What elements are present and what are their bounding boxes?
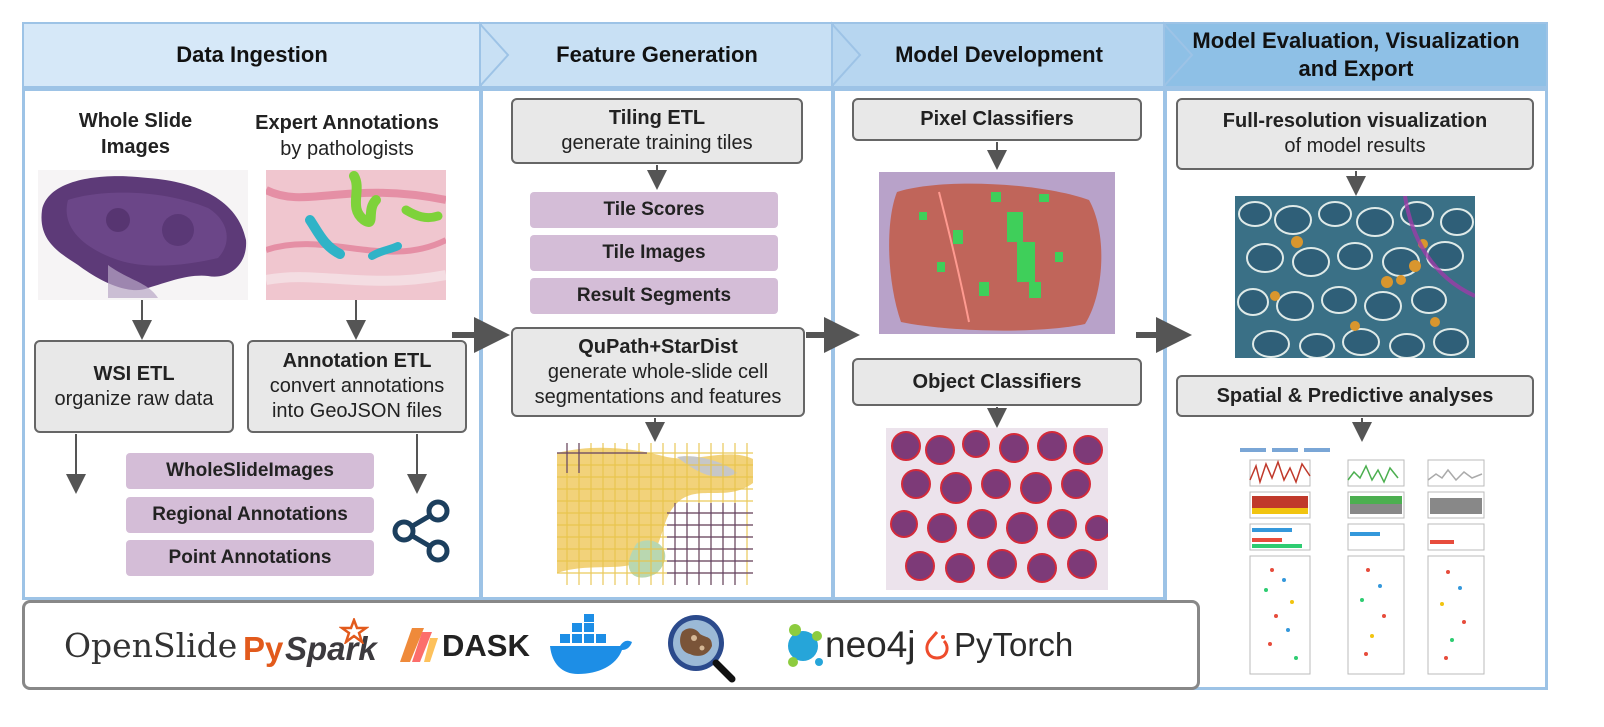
openslide-logo: OpenSlide xyxy=(64,626,238,665)
pytorch-icon xyxy=(925,631,949,660)
tile-grid-image xyxy=(557,443,753,585)
object-classifier-image xyxy=(886,428,1108,590)
object-classifiers-box: Object Classifiers xyxy=(852,358,1142,406)
visualization-image xyxy=(1235,196,1475,358)
stage-title: Data Ingestion xyxy=(176,42,328,67)
share-icon xyxy=(392,499,450,563)
stage-header-model-development: Model Development xyxy=(832,22,1166,88)
output-result-segments: Result Segments xyxy=(530,278,778,314)
output-tile-images: Tile Images xyxy=(530,235,778,271)
pyspark-logo: Py Spark xyxy=(243,618,377,668)
output-regional-annotations: Regional Annotations xyxy=(126,497,374,533)
full-resolution-viz-box: Full-resolution visualization of model r… xyxy=(1176,98,1534,170)
qupath-stardist-box: QuPath+StarDist generate whole-slide cel… xyxy=(511,327,805,417)
whole-slide-image xyxy=(38,170,248,300)
pytorch-logo: PyTorch xyxy=(924,622,1074,670)
pixel-classifier-image xyxy=(879,172,1115,334)
tools-bar xyxy=(22,600,1200,690)
stage-header-feature-generation: Feature Generation xyxy=(480,22,834,88)
annotation-etl-box: Annotation ETL convert annotations into … xyxy=(247,340,467,433)
stage-title: Model Evaluation, Visualization and Expo… xyxy=(1192,28,1520,81)
output-wholeslideimages: WholeSlideImages xyxy=(126,453,374,489)
stage-title: Feature Generation xyxy=(556,42,758,67)
output-point-annotations: Point Annotations xyxy=(126,540,374,576)
stage-header-model-evaluation: Model Evaluation, Visualization and Expo… xyxy=(1164,22,1548,88)
dask-icon xyxy=(400,628,438,662)
stage-title: Model Development xyxy=(895,42,1103,67)
analysis-plots-image xyxy=(1232,440,1488,680)
spatial-predictive-box: Spatial & Predictive analyses xyxy=(1176,375,1534,417)
wsi-etl-box: WSI ETL organize raw data xyxy=(34,340,234,433)
pixel-classifiers-box: Pixel Classifiers xyxy=(852,98,1142,141)
dask-logo: DASK xyxy=(398,622,530,668)
expert-annotation-image xyxy=(266,170,446,300)
output-tile-scores: Tile Scores xyxy=(530,192,778,228)
docker-icon xyxy=(550,614,632,674)
neo4j-icon xyxy=(788,624,823,667)
pyspark-star-icon xyxy=(339,618,369,644)
neo4j-logo: neo4j xyxy=(783,620,916,672)
expert-annotations-label: Expert Annotations by pathologists xyxy=(255,112,439,160)
qupath-icon xyxy=(668,615,736,683)
wsi-label: Whole Slide Images xyxy=(78,110,193,158)
tiling-etl-box: Tiling ETL generate training tiles xyxy=(511,98,803,164)
stage-header-data-ingestion: Data Ingestion xyxy=(22,22,482,88)
